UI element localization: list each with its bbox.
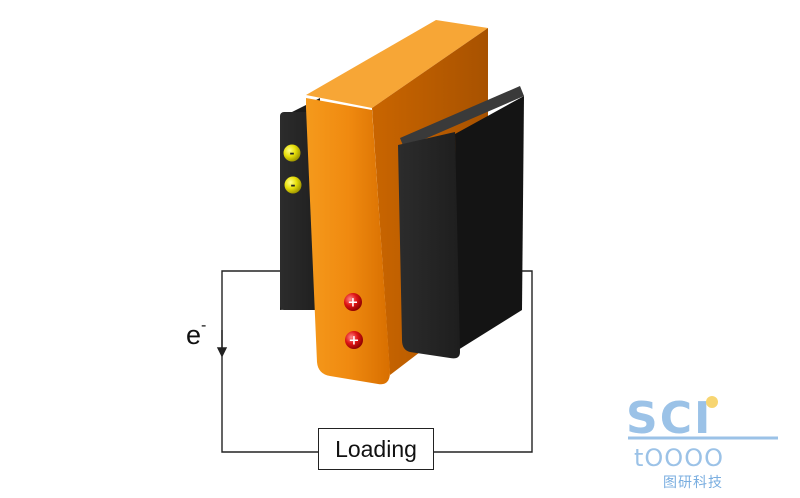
watermark-logo-text: SCI [626, 393, 712, 444]
negative-charge-2: - [284, 176, 302, 194]
load-box: Loading [318, 428, 434, 470]
electron-flow-arrow [216, 330, 228, 358]
load-label: Loading [335, 435, 417, 462]
sci-watermark-logo: SCI tOOOO [626, 393, 778, 472]
positive-charge-symbol: + [349, 334, 360, 349]
front-black-electrode [398, 86, 524, 359]
sun-icon [706, 396, 718, 408]
positive-charge-symbol: + [348, 296, 359, 311]
positive-charge-2: + [345, 331, 363, 349]
watermark-sublogo-text: tOOOO [634, 444, 724, 472]
positive-charge-1: + [344, 293, 362, 311]
watermark-caption: 图研科技 [663, 475, 723, 491]
electron-charge-superscript: - [201, 317, 207, 334]
electron-symbol: e [186, 320, 202, 350]
negative-charge-symbol: - [290, 146, 295, 160]
negative-charge-symbol: - [291, 178, 296, 192]
electron-label: e- [186, 317, 207, 351]
negative-charge-1: - [283, 144, 301, 162]
